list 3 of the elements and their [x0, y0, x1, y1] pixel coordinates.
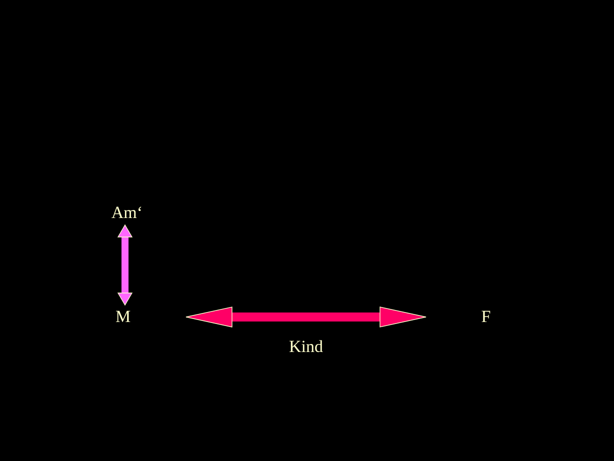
- node-label: Am‘: [110, 203, 144, 223]
- node-label: F: [478, 307, 494, 327]
- node-label: M: [112, 307, 134, 327]
